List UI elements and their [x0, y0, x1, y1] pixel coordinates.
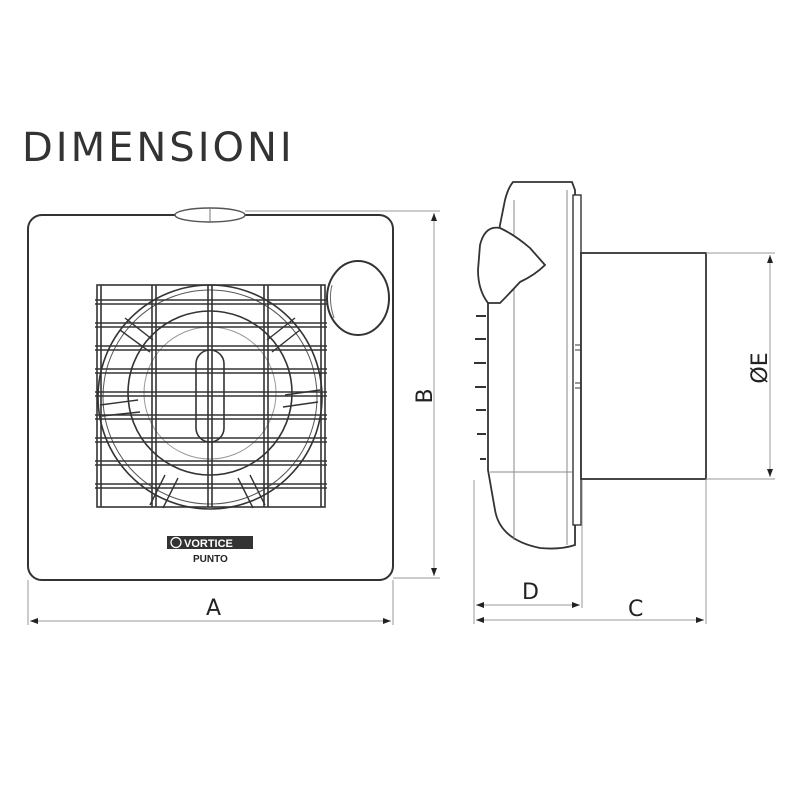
side-view [474, 181, 707, 550]
grille [95, 284, 327, 508]
dimension-label-A: A [206, 596, 221, 621]
side-fins [474, 315, 486, 460]
page-title: DIMENSIONI [22, 125, 295, 171]
model-name: PUNTO [193, 554, 228, 565]
dimension-A [27, 580, 394, 625]
duct-spigot [580, 252, 707, 480]
side-knob [477, 226, 547, 304]
dimension-B [245, 210, 440, 579]
dimension-E [706, 252, 775, 480]
rear-flange [572, 194, 582, 526]
front-view: VORTICE PUNTO A B [27, 207, 440, 625]
dimension-label-D: D [522, 580, 539, 605]
brand-logo: VORTICE PUNTO [167, 536, 253, 565]
dimension-C [476, 479, 707, 624]
dimension-D [473, 480, 583, 624]
fan-hub-ring [127, 310, 293, 476]
dimension-label-E: ØE [748, 352, 773, 383]
dimension-label-B: B [413, 388, 438, 403]
brand-name: VORTICE [184, 538, 233, 550]
control-knob [326, 260, 390, 336]
dimension-label-C: C [628, 597, 643, 622]
